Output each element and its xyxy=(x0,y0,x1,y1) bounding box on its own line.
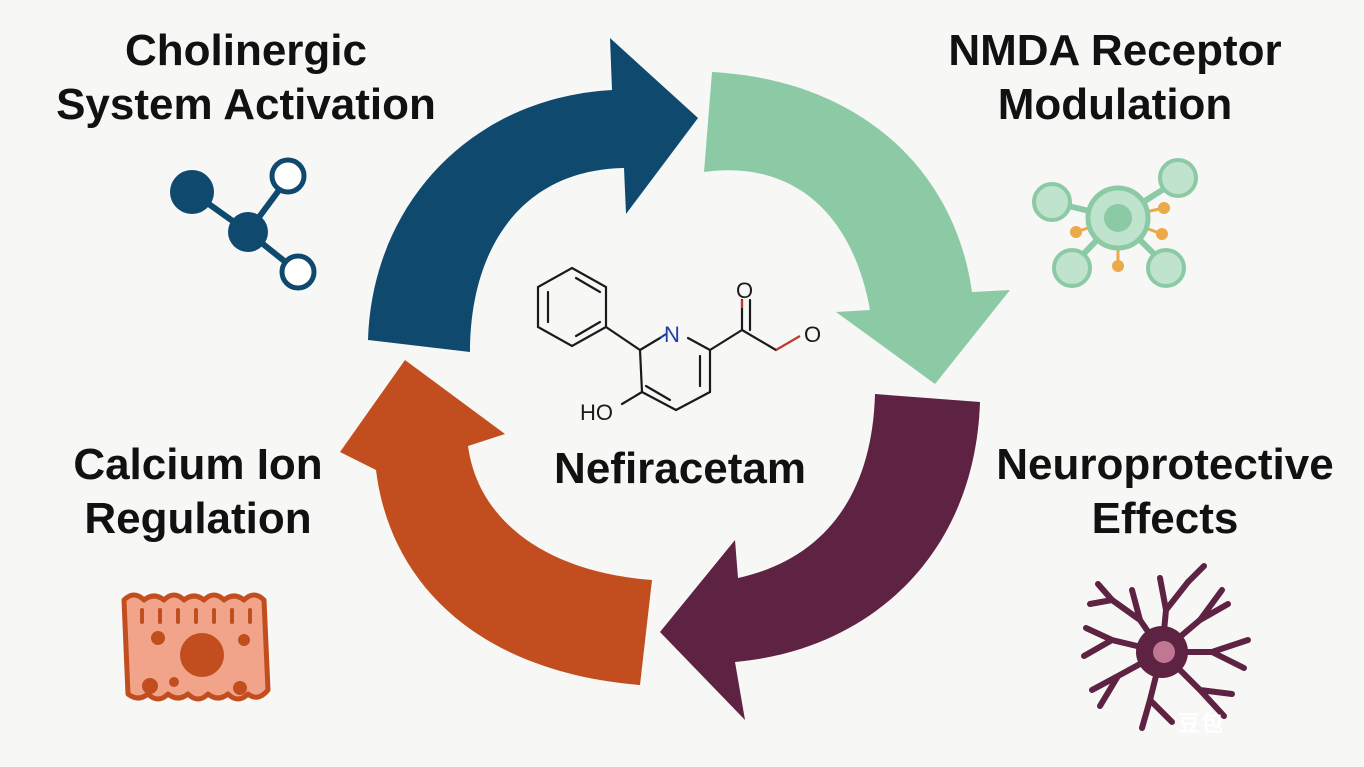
label-nmda-line1: NMDA Receptor xyxy=(948,26,1282,75)
label-nmda: NMDA Receptor Modulation xyxy=(910,24,1320,132)
label-cholinergic-line1: Cholinergic xyxy=(124,26,368,75)
neuron-nucleus xyxy=(1153,641,1175,663)
label-neuro-line1: Neuroprotective xyxy=(996,440,1334,489)
cell-icon xyxy=(121,592,271,702)
center-compound-name: Nefiracetam xyxy=(554,444,806,493)
atom-nitrogen: N xyxy=(664,322,680,347)
molecule-icon xyxy=(170,157,317,291)
watermark: 豆包 xyxy=(1178,711,1225,736)
label-nmda-line2: Modulation xyxy=(997,80,1233,129)
arrow-cholinergic-to-nmda xyxy=(368,38,698,352)
label-calcium: Calcium Ion Regulation xyxy=(30,438,366,546)
label-calcium-line1: Calcium Ion xyxy=(73,440,323,489)
label-cholinergic-line2: System Activation xyxy=(56,80,436,129)
receptor-network-icon xyxy=(1032,158,1198,288)
arrow-calcium-to-cholinergic xyxy=(340,360,652,685)
label-cholinergic: Cholinergic System Activation xyxy=(36,24,456,132)
arrow-neuro-to-calcium xyxy=(660,394,980,720)
label-calcium-line2: Regulation xyxy=(84,494,312,543)
atom-oxygen-ether: O xyxy=(804,322,821,347)
atom-oxygen-carbonyl: O xyxy=(736,278,753,303)
neuron-icon xyxy=(1081,563,1251,731)
arrow-nmda-to-neuro xyxy=(704,72,1010,384)
label-neuroprotective: Neuroprotective Effects xyxy=(970,438,1360,546)
atom-hydroxyl: HO xyxy=(580,400,613,425)
label-neuro-line2: Effects xyxy=(1091,494,1239,543)
